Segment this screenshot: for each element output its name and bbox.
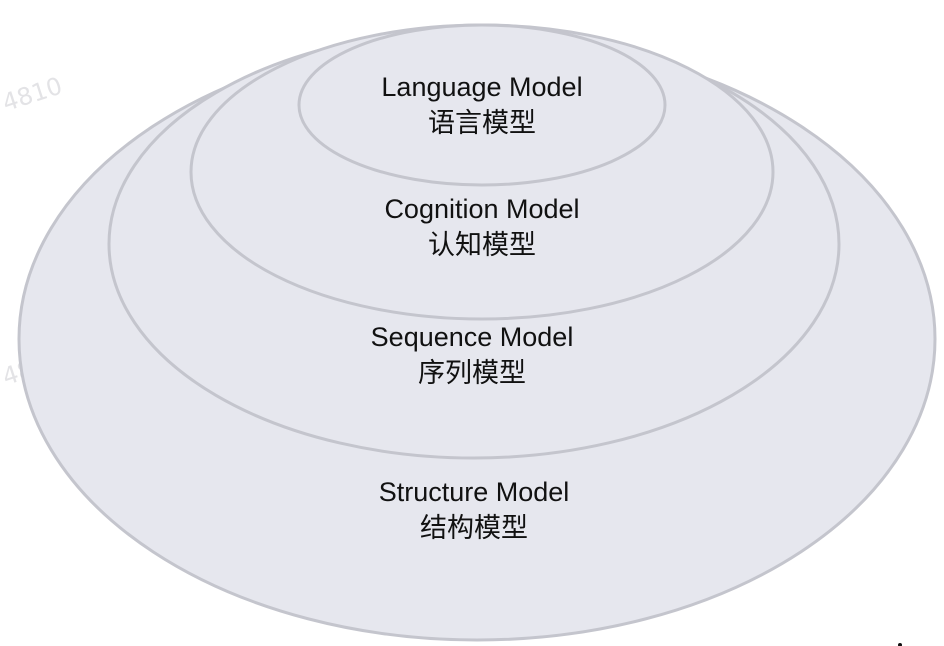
cognition-model-title: Cognition Model <box>384 194 579 224</box>
cognition-model-subtitle: 认知模型 <box>428 230 536 260</box>
cognition-model-label: Cognition Model 认知模型 <box>384 194 579 260</box>
structure-model-label: Structure Model 结构模型 <box>379 477 570 543</box>
watermark-text: 李志飞 4810 <box>0 72 66 142</box>
structure-model-title: Structure Model <box>379 477 570 507</box>
language-model-subtitle: 语言模型 <box>428 108 536 138</box>
sequence-model-title: Sequence Model <box>371 322 574 352</box>
language-model-title: Language Model <box>381 72 582 102</box>
language-model-label: Language Model 语言模型 <box>381 72 582 138</box>
sequence-model-label: Sequence Model 序列模型 <box>371 322 574 388</box>
structure-model-subtitle: 结构模型 <box>420 513 528 543</box>
language-model-ellipse <box>297 23 667 187</box>
corner-dot <box>898 643 902 646</box>
sequence-model-subtitle: 序列模型 <box>418 358 526 388</box>
